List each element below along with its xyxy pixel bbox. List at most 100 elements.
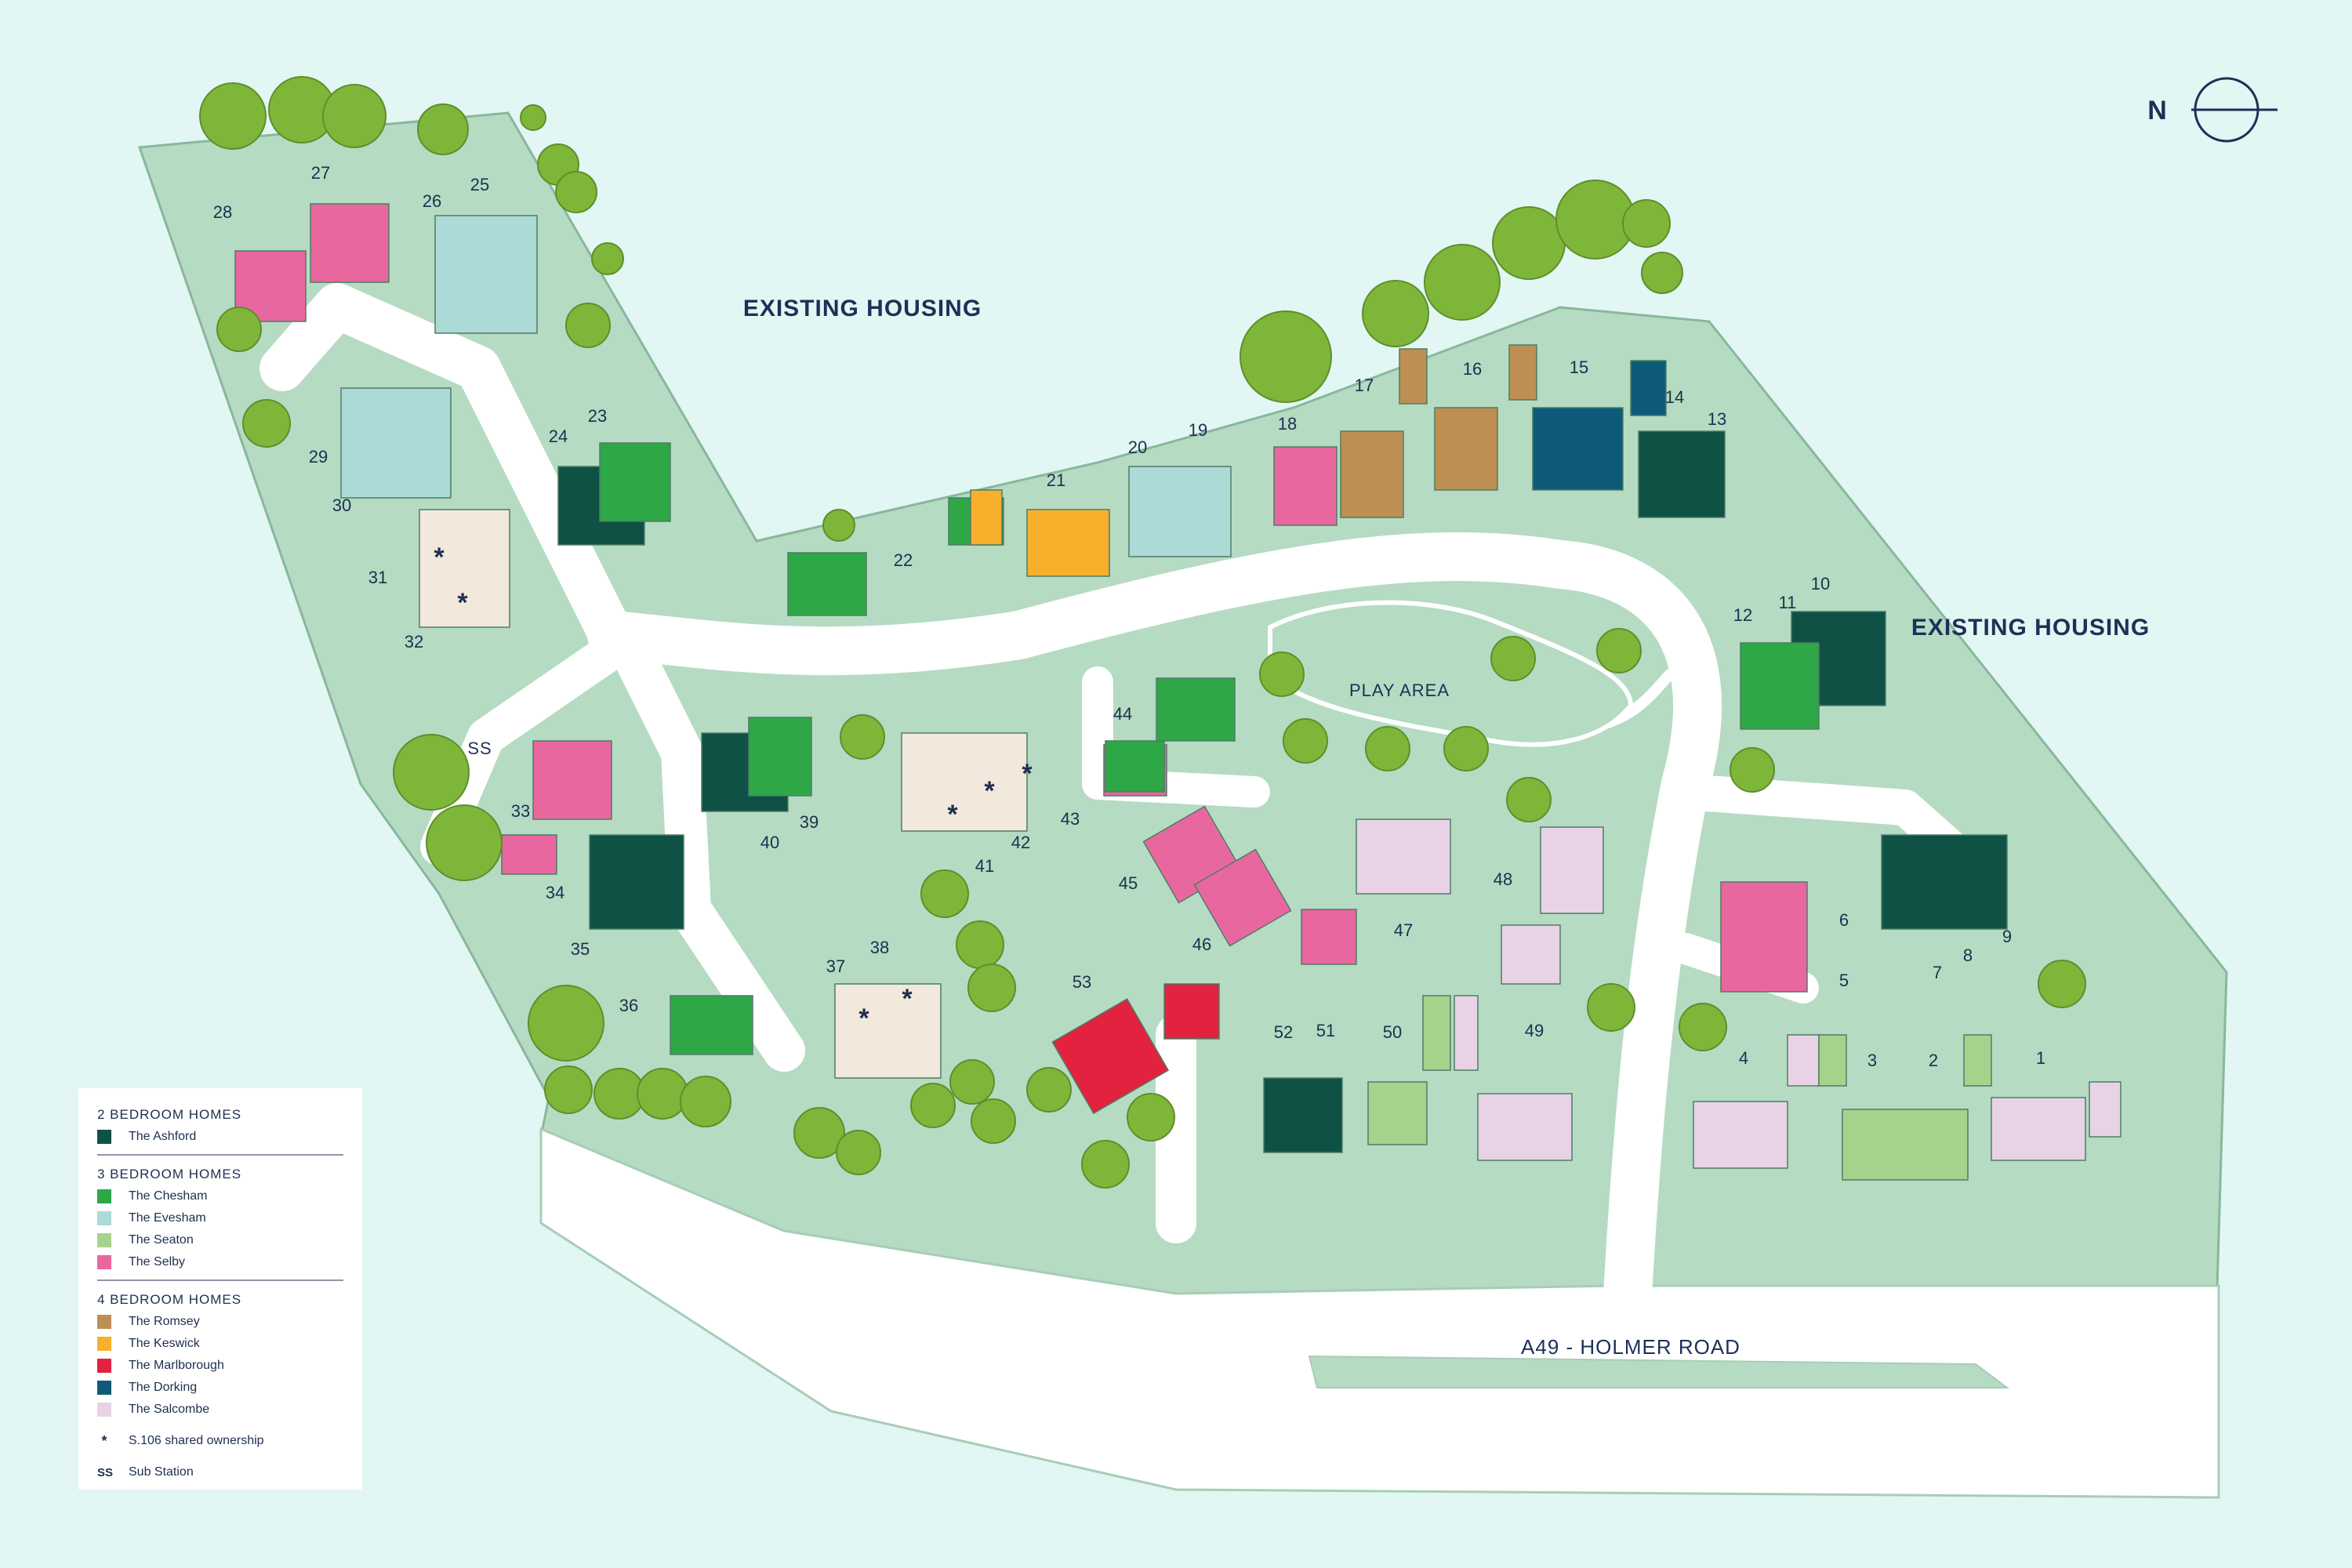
house-selby bbox=[310, 203, 390, 283]
tree bbox=[1596, 628, 1642, 673]
shared-ownership-marker: * bbox=[858, 1004, 869, 1033]
legend-item-label: S.106 shared ownership bbox=[129, 1434, 264, 1447]
legend-item-label: The Chesham bbox=[129, 1189, 208, 1203]
tree bbox=[1283, 718, 1328, 764]
plot-number: 40 bbox=[760, 833, 779, 852]
road-verge-island bbox=[1308, 1355, 2009, 1388]
house-salcombe bbox=[2089, 1081, 2122, 1138]
house-salcombe bbox=[1454, 995, 1479, 1071]
house-shared-ownership bbox=[834, 983, 942, 1079]
house-ashford bbox=[1881, 834, 2008, 930]
substation-symbol: SS bbox=[97, 1465, 114, 1479]
legend-item: The Chesham bbox=[97, 1185, 343, 1207]
tree bbox=[1490, 636, 1536, 681]
house-footprints bbox=[234, 203, 2122, 1181]
tree bbox=[971, 1098, 1016, 1144]
tree bbox=[949, 1059, 995, 1105]
legend: 2 BEDROOM HOMES The Ashford 3 BEDROOM HO… bbox=[78, 1088, 362, 1490]
tree bbox=[1026, 1067, 1072, 1112]
existing-housing-label-right: EXISTING HOUSING bbox=[1911, 615, 2150, 641]
plot-number: 47 bbox=[1394, 920, 1413, 940]
substation-marker: SS bbox=[467, 739, 492, 758]
tree bbox=[1127, 1093, 1175, 1142]
legend-swatch bbox=[97, 1359, 111, 1373]
house-chesham bbox=[1740, 642, 1820, 730]
house-ashford bbox=[1638, 430, 1726, 518]
legend-item-label: The Seaton bbox=[129, 1233, 194, 1247]
tree bbox=[199, 82, 267, 150]
plot-number: 17 bbox=[1355, 376, 1374, 395]
plot-number: 16 bbox=[1463, 359, 1482, 379]
house-marlborough bbox=[1163, 983, 1220, 1040]
road-label: A49 - HOLMER ROAD bbox=[1521, 1335, 1740, 1359]
plot-number: 34 bbox=[546, 883, 564, 902]
plot-number: 29 bbox=[309, 447, 328, 466]
tree bbox=[967, 964, 1016, 1012]
tree bbox=[322, 84, 387, 148]
house-chesham bbox=[599, 442, 671, 522]
shared-ownership-marker: * bbox=[902, 984, 913, 1014]
plot-number: 7 bbox=[1933, 963, 1942, 982]
north-arrow: N bbox=[2147, 77, 2278, 143]
legend-item-label: The Keswick bbox=[129, 1337, 200, 1350]
tree bbox=[1259, 652, 1305, 697]
north-label: N bbox=[2147, 96, 2168, 125]
plot-number: 13 bbox=[1708, 409, 1726, 429]
shared-ownership-marker: * bbox=[1022, 759, 1033, 789]
tree bbox=[544, 1065, 593, 1114]
plot-number: 19 bbox=[1189, 420, 1207, 440]
plot-number: 44 bbox=[1113, 704, 1132, 724]
legend-swatch bbox=[97, 1255, 111, 1269]
house-seaton bbox=[1422, 995, 1451, 1071]
plot-number: 1 bbox=[2036, 1048, 2045, 1068]
plot-number: 10 bbox=[1811, 574, 1830, 593]
plot-number: 42 bbox=[1011, 833, 1030, 852]
plot-number: 26 bbox=[423, 191, 441, 211]
tree bbox=[591, 242, 624, 275]
play-area-label: PLAY AREA bbox=[1349, 681, 1450, 700]
plot-number: 52 bbox=[1274, 1022, 1293, 1042]
tree bbox=[1365, 726, 1410, 771]
plot-number: 38 bbox=[870, 938, 889, 957]
plot-number: 32 bbox=[405, 632, 423, 652]
tree bbox=[910, 1083, 956, 1128]
legend-item: The Selby bbox=[97, 1251, 343, 1273]
shared-ownership-markers: * * * * * * * bbox=[434, 543, 1033, 1033]
tree bbox=[393, 734, 470, 811]
trees bbox=[199, 76, 2086, 1189]
tree bbox=[1240, 310, 1332, 403]
plot-number: 3 bbox=[1867, 1051, 1877, 1070]
house-chesham bbox=[748, 717, 812, 797]
house-romsey bbox=[1340, 430, 1404, 518]
house-romsey bbox=[1508, 344, 1537, 401]
house-seaton bbox=[1818, 1034, 1847, 1087]
legend-item-shared-ownership: * S.106 shared ownership bbox=[97, 1430, 343, 1452]
plot-number: 6 bbox=[1839, 910, 1849, 930]
plot-number: 15 bbox=[1570, 358, 1588, 377]
house-salcombe bbox=[1501, 924, 1561, 985]
legend-swatch bbox=[97, 1233, 111, 1247]
house-shared-ownership bbox=[419, 509, 510, 628]
tree bbox=[520, 104, 546, 131]
legend-swatch bbox=[97, 1189, 111, 1203]
house-chesham bbox=[670, 995, 753, 1055]
house-salcombe bbox=[1540, 826, 1604, 914]
legend-swatch bbox=[97, 1381, 111, 1395]
legend-item-label: The Ashford bbox=[129, 1130, 197, 1143]
legend-item-substation: SS Sub Station bbox=[97, 1461, 343, 1483]
play-area bbox=[1268, 600, 1634, 747]
tree bbox=[216, 307, 262, 352]
house-chesham bbox=[787, 552, 867, 616]
legend-item-label: Sub Station bbox=[129, 1465, 194, 1479]
house-evesham bbox=[1128, 466, 1232, 557]
plot-number: 27 bbox=[311, 163, 330, 183]
plot-number: 25 bbox=[470, 175, 489, 194]
shared-ownership-marker: * bbox=[947, 800, 958, 829]
tree bbox=[637, 1068, 688, 1120]
tree bbox=[822, 509, 855, 542]
tree bbox=[417, 103, 469, 155]
house-salcombe bbox=[1477, 1093, 1573, 1161]
house-salcombe bbox=[1356, 818, 1451, 895]
house-salcombe bbox=[1991, 1097, 2086, 1161]
house-evesham bbox=[340, 387, 452, 499]
